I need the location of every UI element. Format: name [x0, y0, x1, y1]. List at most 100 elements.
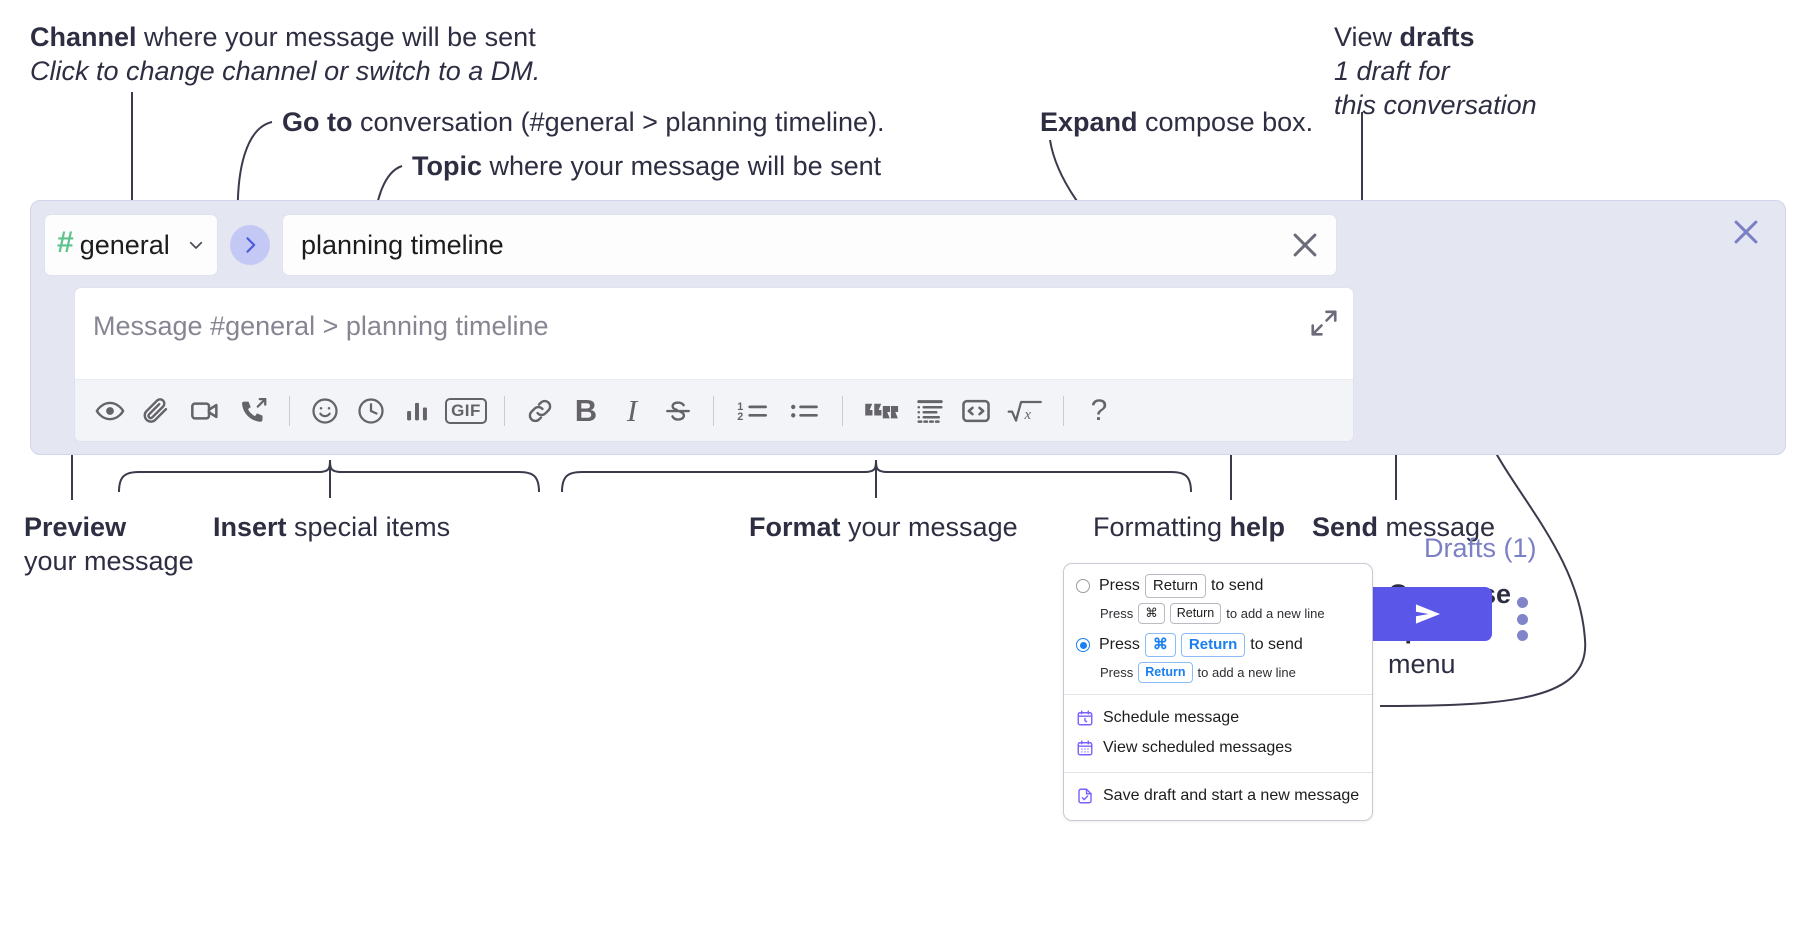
- kebab-dot: [1516, 613, 1528, 625]
- annotation-expand: Expand compose box.: [1040, 105, 1313, 139]
- annotation-goto-bold: Go to: [282, 107, 353, 137]
- annotation-preview: Preview your message: [24, 510, 194, 578]
- send-shortcut-options: Press Return to send Press ⌘ Return to a…: [1064, 564, 1372, 694]
- menu-item-schedule-message[interactable]: Schedule message: [1064, 703, 1372, 733]
- channel-name: general: [79, 229, 170, 260]
- topic-value: planning timeline: [301, 229, 504, 260]
- annotation-compose-rest: menu: [1388, 649, 1456, 680]
- chevron-down-icon: [189, 241, 203, 249]
- close-icon[interactable]: [1288, 228, 1322, 262]
- annotation-drafts-italic2: this conversation: [1334, 90, 1537, 121]
- annotation-insert-bold: Insert: [213, 512, 287, 542]
- compose-options-menu: Press Return to send Press ⌘ Return to a…: [1063, 563, 1373, 822]
- annotation-goto: Go to conversation (#general > planning …: [282, 105, 885, 139]
- compose-header-row: # general planning timeline: [44, 214, 1337, 276]
- gif-icon[interactable]: GIF: [440, 388, 492, 434]
- video-icon[interactable]: [179, 388, 231, 434]
- annotation-help-plain: Formatting: [1093, 512, 1230, 542]
- chevron-right-icon: [246, 237, 256, 253]
- key-return: Return: [1169, 603, 1222, 625]
- channel-selector[interactable]: # general: [44, 214, 218, 276]
- menu-item-save-draft[interactable]: Save draft and start a new message: [1064, 781, 1372, 811]
- blockquote-icon[interactable]: [855, 388, 907, 434]
- message-input-box[interactable]: Message #general > planning timeline: [74, 287, 1354, 442]
- menu-item-label: Save draft and start a new message: [1103, 787, 1360, 805]
- help-icon[interactable]: ?: [1076, 388, 1122, 434]
- annotation-channel-rest: where your message will be sent: [136, 22, 536, 52]
- inline-code-icon[interactable]: [953, 388, 999, 434]
- radio-cmd-post: to send: [1250, 636, 1303, 654]
- bulleted-list-icon[interactable]: [778, 388, 830, 434]
- annotation-channel-italic: Click to change channel or switch to a D…: [30, 56, 541, 87]
- code-block-icon[interactable]: [907, 388, 953, 434]
- menu-item-view-scheduled[interactable]: View scheduled messages: [1064, 733, 1372, 763]
- go-to-conversation-button[interactable]: [230, 225, 270, 265]
- radio-option-return[interactable]: Press Return to send: [1064, 572, 1372, 600]
- preview-icon[interactable]: [87, 388, 133, 434]
- annotation-drafts: View drafts 1 draft for this conversatio…: [1334, 20, 1537, 122]
- bold-icon[interactable]: B: [563, 388, 609, 434]
- annotation-expand-rest: compose box.: [1137, 107, 1314, 137]
- message-placeholder: Message #general > planning timeline: [93, 311, 549, 341]
- math-icon[interactable]: x: [999, 388, 1051, 434]
- key-return: Return: [1180, 633, 1246, 658]
- save-draft-icon: [1078, 788, 1092, 804]
- kebab-dot: [1516, 630, 1528, 641]
- toolbar-separator: [1063, 395, 1064, 426]
- radio-cmd-pre: Press: [1099, 636, 1140, 654]
- annotation-insert-rest: special items: [286, 512, 451, 542]
- italic-icon[interactable]: I: [609, 388, 655, 434]
- annotation-drafts-bold: drafts: [1399, 22, 1475, 52]
- radio-option-cmd-return[interactable]: Press ⌘ Return to send: [1064, 631, 1372, 659]
- send-button[interactable]: [1364, 587, 1492, 641]
- expand-icon[interactable]: [1309, 308, 1339, 338]
- compose-options-button[interactable]: [1509, 597, 1535, 641]
- clock-icon[interactable]: [348, 388, 394, 434]
- radio-icon[interactable]: [1076, 579, 1090, 594]
- italic-label: I: [626, 392, 638, 428]
- link-icon[interactable]: [517, 388, 563, 434]
- radio-option-cmd-return-hint: Press Return to add a new line: [1064, 659, 1372, 685]
- annotation-topic-rest: where your message will be sent: [482, 151, 882, 181]
- annotation-expand-bold: Expand: [1040, 107, 1138, 137]
- calendar-clock-icon: [1077, 710, 1093, 726]
- annotation-format: Format your message: [749, 510, 1018, 544]
- kebab-dot: [1516, 597, 1528, 608]
- formatting-toolbar: GIF B I 1 2: [75, 379, 1353, 441]
- audio-call-icon[interactable]: [231, 388, 277, 434]
- key-command: ⌘: [1144, 633, 1176, 658]
- radio-return-pre: Press: [1099, 577, 1140, 595]
- radio-icon-selected[interactable]: [1076, 638, 1090, 653]
- menu-item-label: Schedule message: [1103, 709, 1240, 727]
- strikethrough-icon[interactable]: [655, 388, 701, 434]
- radio-option-return-hint: Press ⌘ Return to add a new line: [1064, 600, 1372, 626]
- hint-pre: Press: [1100, 606, 1134, 622]
- poll-icon[interactable]: [394, 388, 440, 434]
- annotation-send-bold: Send: [1312, 512, 1379, 542]
- svg-text:2: 2: [737, 411, 743, 423]
- send-icon: [1415, 604, 1441, 624]
- attachment-icon[interactable]: [133, 388, 179, 434]
- menu-divider: [1064, 772, 1372, 774]
- hash-icon: #: [57, 226, 74, 259]
- annotation-drafts-plain: View: [1334, 22, 1400, 52]
- annotation-channel: Channel where your message will be sent …: [30, 20, 540, 88]
- gif-label: GIF: [445, 397, 487, 424]
- compose-panel: # general planning timeline Message #gen…: [30, 200, 1786, 641]
- annotation-preview-rest: your message: [24, 546, 194, 577]
- calendar-grid-icon: [1077, 740, 1093, 756]
- annotation-help: Formatting help: [1093, 510, 1285, 544]
- key-command: ⌘: [1138, 603, 1165, 625]
- hint-pre: Press: [1100, 665, 1134, 681]
- bold-label: B: [574, 392, 598, 428]
- close-icon[interactable]: [1729, 215, 1763, 249]
- emoji-icon[interactable]: [302, 388, 348, 434]
- ordered-list-icon[interactable]: 1 2: [726, 388, 778, 434]
- annotation-goto-rest: conversation (#general > planning timeli…: [352, 107, 885, 137]
- toolbar-separator: [842, 395, 843, 426]
- drafts-link[interactable]: Drafts (1): [1424, 533, 1537, 563]
- menu-divider: [1064, 694, 1372, 696]
- topic-field[interactable]: planning timeline: [282, 214, 1337, 276]
- hint-post: to add a new line: [1197, 665, 1296, 681]
